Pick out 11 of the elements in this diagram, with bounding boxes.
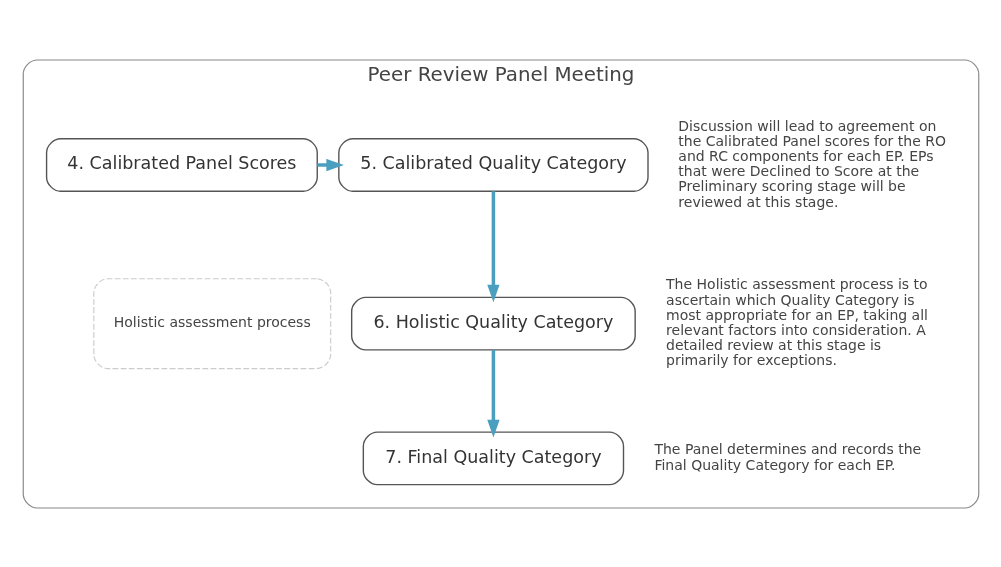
node-box: 4. Calibrated Panel Scores	[45, 137, 318, 192]
node-label: The Panel determines and records the Final Quality Category for each EP.	[653, 440, 921, 473]
node-box: 6. Holistic Quality Category	[350, 296, 636, 351]
node-label: The Holistic assessment process is to ascertain which Quality Category is most appropriate for an EP, taking all relevant factors into consideration. A detailed review at this stage is primarily for exceptions.	[665, 275, 928, 368]
arrow	[486, 190, 500, 302]
arrow	[316, 158, 344, 171]
node-box: 7. Final Quality Category	[362, 430, 624, 485]
node-box: Holistic assessment process	[92, 277, 331, 369]
node-label: Discussion will lead to agreement on the Calibrated Panel scores for the RO and RC components for each EP. EPs that were Declined to Score at the Preliminary scoring stage will be reviewed at this stage.	[677, 117, 946, 210]
node-box: 5. Calibrated Quality Category	[337, 137, 649, 192]
arrow	[486, 349, 500, 437]
